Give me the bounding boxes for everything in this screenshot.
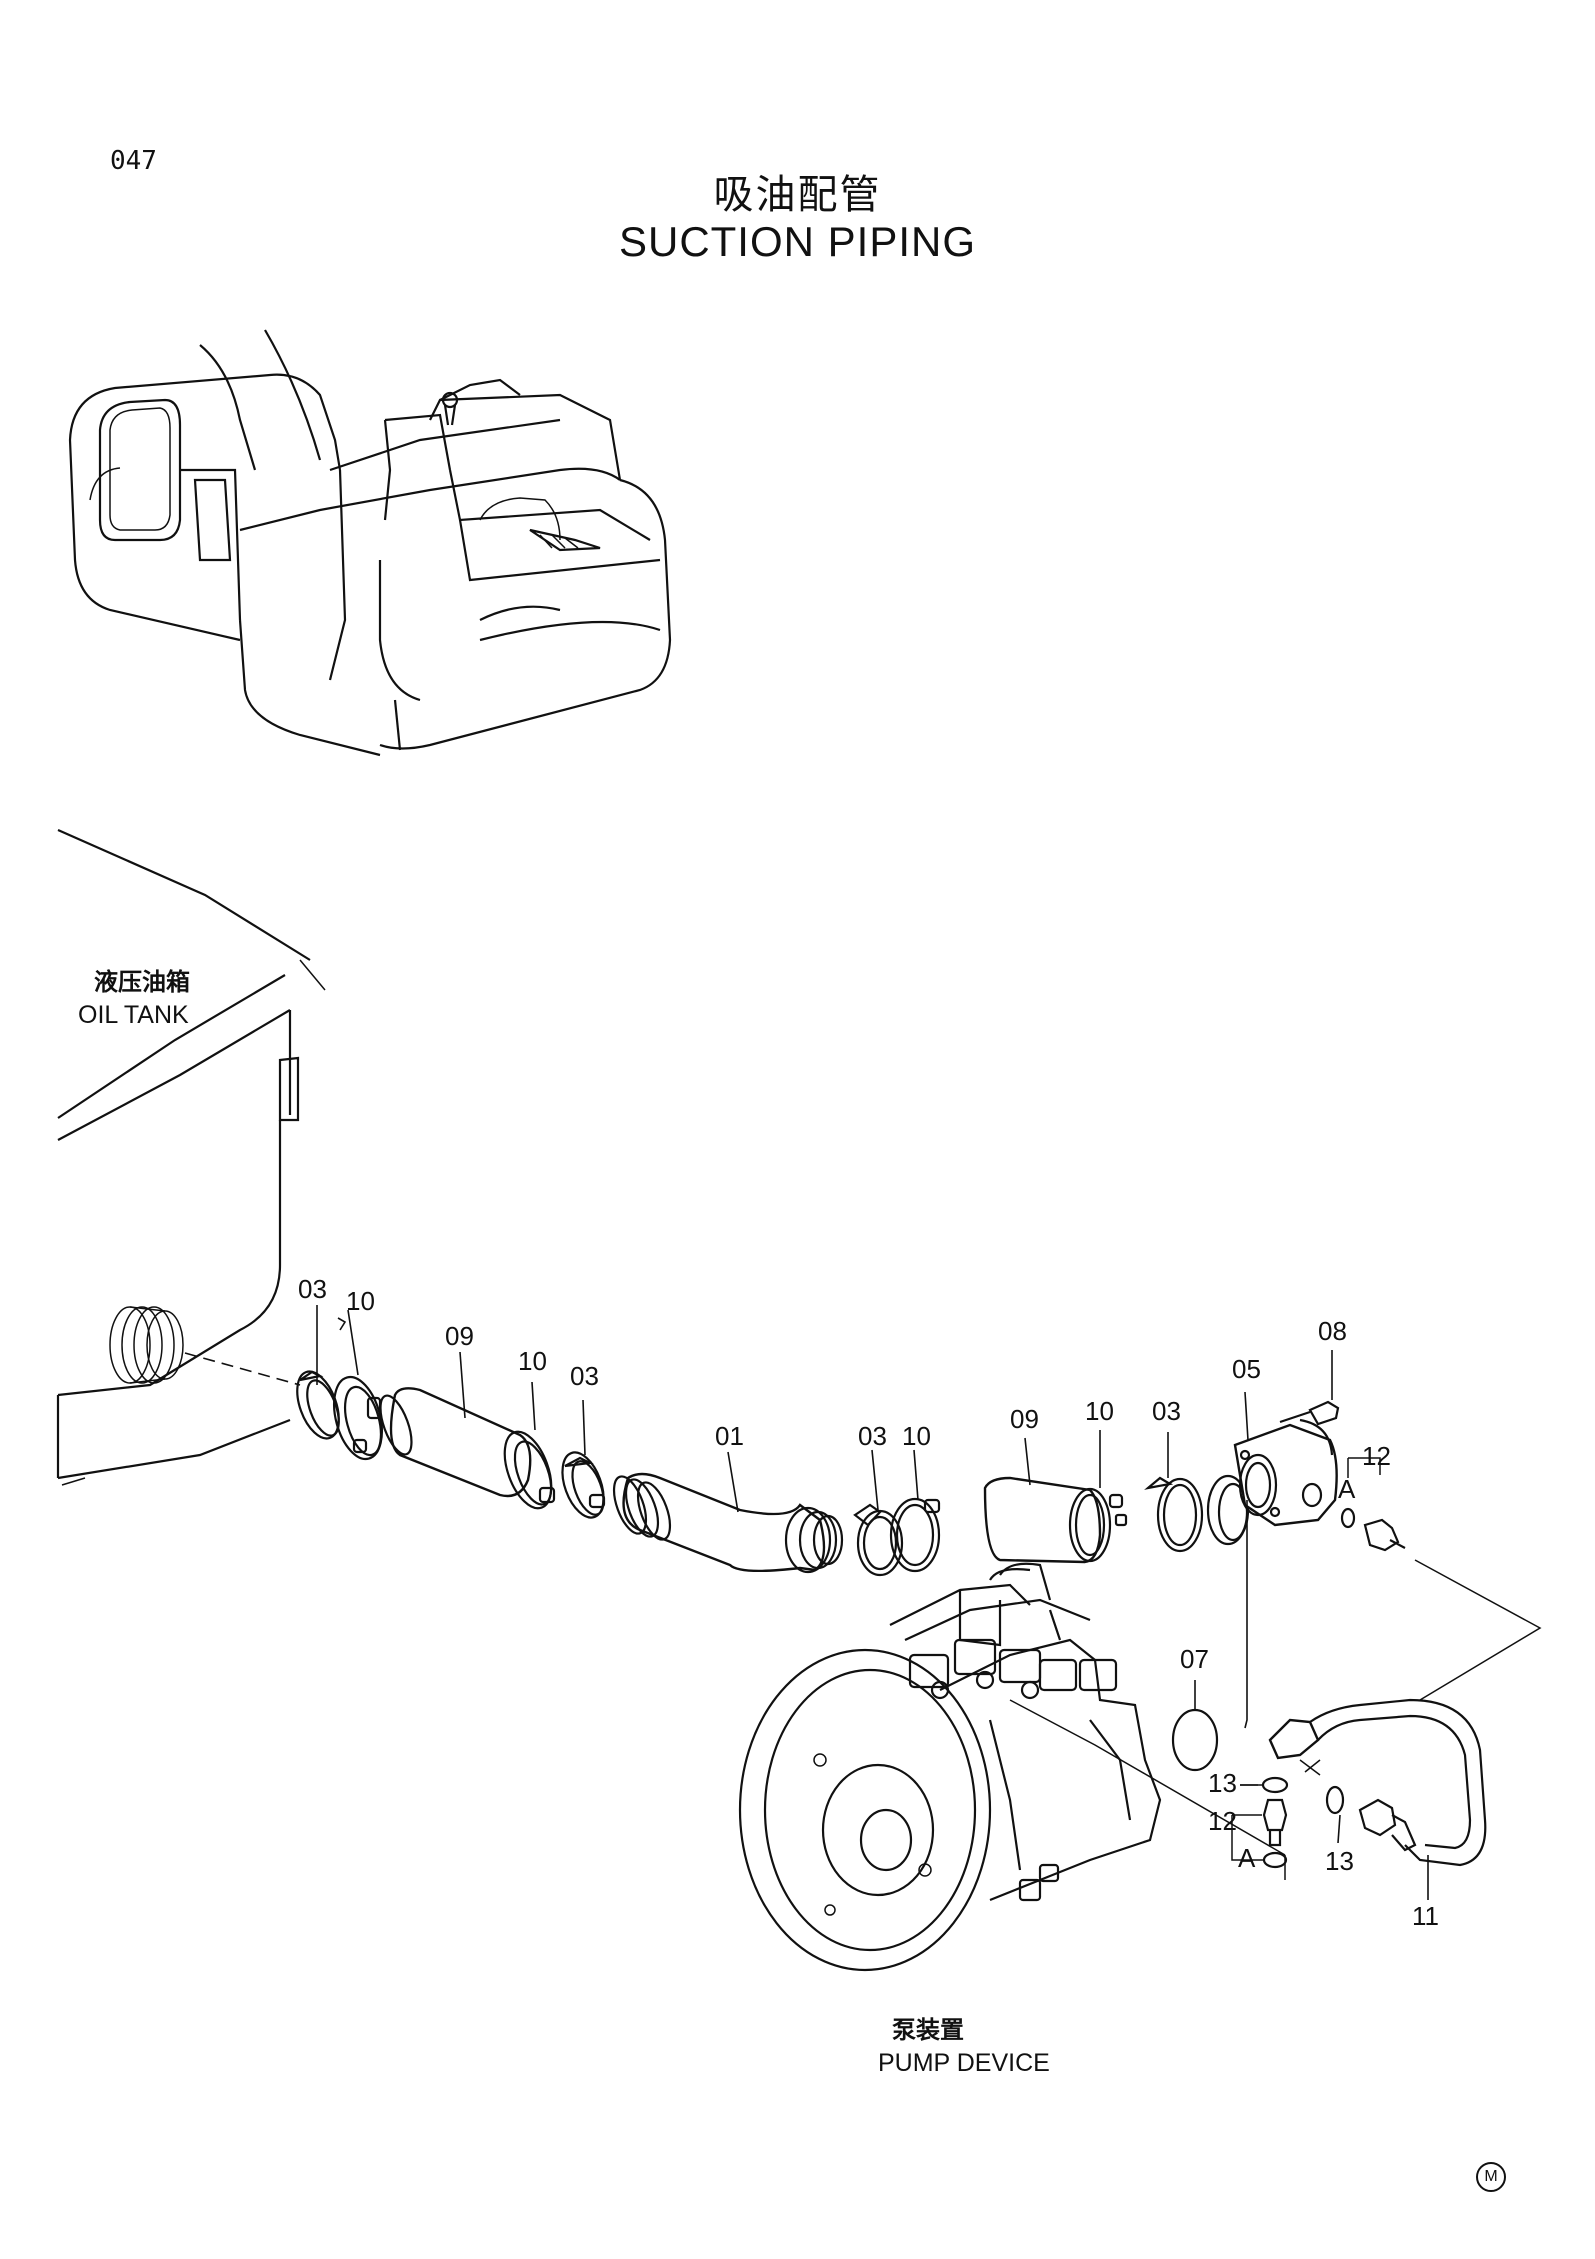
callout-03: 03: [858, 1421, 887, 1451]
callout-12: 12: [1208, 1806, 1237, 1836]
callout-01: 01: [715, 1421, 744, 1451]
oil-tank-label-chinese: 液压油箱: [94, 968, 190, 996]
hose-clamp-set-flange: [1144, 1474, 1250, 1553]
callout-11: 11: [1412, 1901, 1439, 1931]
callout-leaders: [316, 1305, 1429, 1900]
callout-03: 03: [570, 1361, 599, 1391]
hose-left: [379, 1387, 532, 1498]
pump-device-label-chinese: 泵装置: [892, 2016, 964, 2044]
callout-05: 05: [1232, 1354, 1261, 1384]
callout-a: A: [1238, 1843, 1256, 1873]
pump-device-label-english: PUMP DEVICE: [878, 2049, 1050, 2077]
callout-13: 13: [1325, 1846, 1354, 1876]
hose-clamp-set-left: [296, 1370, 383, 1461]
callout-10: 10: [902, 1421, 931, 1451]
hose-clamp-set-middle: [503, 1430, 606, 1519]
oil-tank-illustration: [56, 828, 326, 1486]
page-title-chinese: 吸油配管: [713, 172, 882, 218]
callout-07: 07: [1180, 1644, 1209, 1674]
pilot-hose: [1268, 1698, 1487, 1867]
callout-10: 10: [1085, 1396, 1114, 1426]
machine-overview-illustration: [68, 329, 672, 757]
callout-10: 10: [518, 1346, 547, 1376]
gasket: [1171, 1708, 1219, 1772]
fitting-a-upper: [1340, 1457, 1406, 1552]
pump-device-illustration: [738, 1562, 1286, 1972]
flange-elbow: [1233, 1400, 1340, 1527]
hose-right: [983, 1476, 1128, 1564]
oil-tank-label-english: OIL TANK: [78, 1001, 189, 1029]
callout-09: 09: [1010, 1404, 1039, 1434]
callout-13: 13: [1208, 1768, 1237, 1798]
callout-labels: 03 10 09 10 03 01 03 10 09 10 03 05 08 1…: [298, 1274, 1439, 1931]
callout-09: 09: [445, 1321, 474, 1351]
pump-device-label: 泵装置 PUMP DEVICE: [878, 2010, 1050, 2078]
page-number: 047: [110, 146, 157, 176]
callout-03: 03: [298, 1274, 327, 1304]
callout-03: 03: [1152, 1396, 1181, 1426]
callout-a: A: [1338, 1474, 1356, 1504]
suction-pipe: [612, 1472, 844, 1574]
oil-tank-label: 液压油箱 OIL TANK: [78, 962, 190, 1030]
page-title: SUCTION PIPING: [618, 218, 977, 265]
callout-08: 08: [1318, 1316, 1347, 1346]
hose-clamp-set-right: [853, 1497, 941, 1577]
callout-10: 10: [346, 1286, 375, 1316]
callout-12: 12: [1362, 1441, 1391, 1471]
corner-mark: M: [1476, 2162, 1506, 2192]
